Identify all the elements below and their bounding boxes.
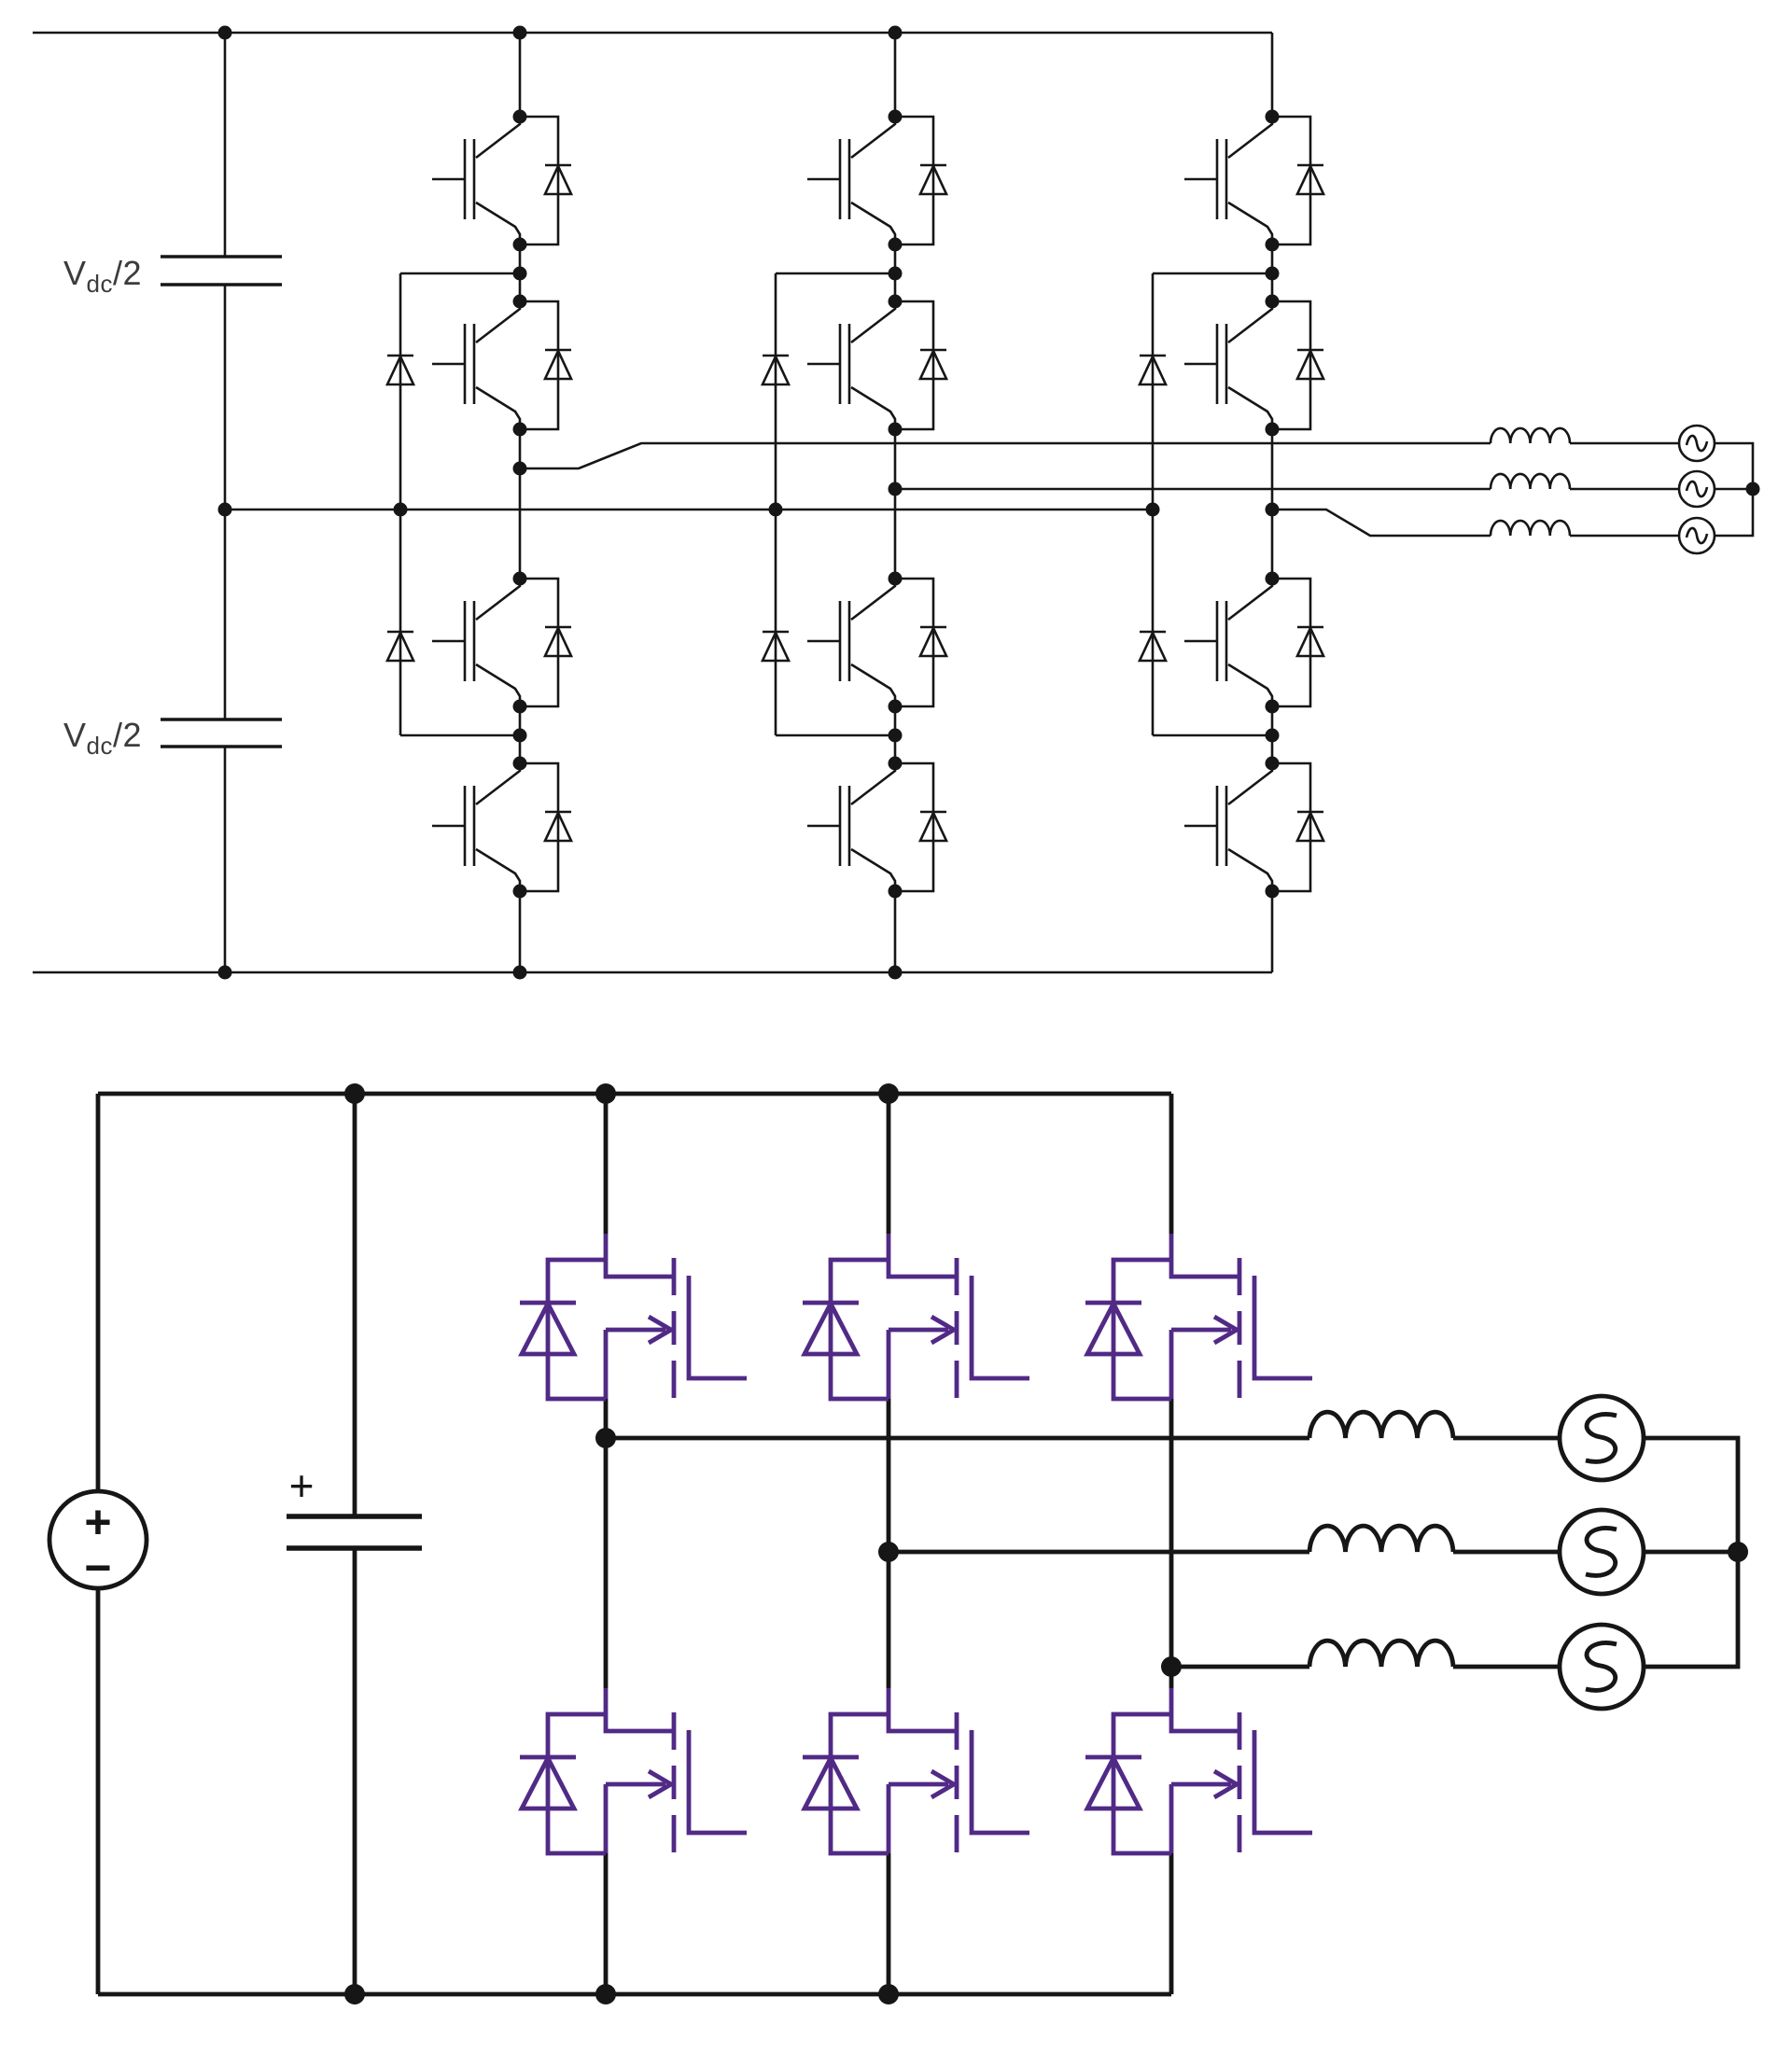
dc-source-plus-sign: + bbox=[84, 1496, 111, 1548]
mosfet-low-side-leg2 bbox=[803, 1688, 1029, 1853]
vdc2-label-top: Vdc/2 bbox=[63, 254, 142, 298]
phase-2-ac-source bbox=[1560, 1510, 1644, 1594]
igbt-switch-a3 bbox=[432, 579, 571, 706]
phase-b-inductor bbox=[1489, 472, 1572, 491]
mosfet-high-side-leg2 bbox=[803, 1234, 1029, 1399]
phase-a-line bbox=[520, 424, 1755, 489]
mosfet-low-side-leg1 bbox=[520, 1688, 747, 1853]
dc-source bbox=[47, 1094, 149, 1994]
npc-leg-b bbox=[761, 33, 946, 972]
igbt-switch-a2 bbox=[432, 301, 571, 429]
igbt-switch-c2 bbox=[1184, 301, 1323, 429]
phase-2-inductor bbox=[1309, 1526, 1453, 1552]
igbt-switch-b2 bbox=[807, 301, 946, 429]
dc-link-capacitor-2 bbox=[287, 1094, 422, 1994]
capacitor-plus-label: + bbox=[289, 1461, 315, 1510]
dc-link-branch bbox=[161, 33, 282, 972]
inverter-junction-dots bbox=[344, 1083, 1748, 2004]
phase-b-ac-source bbox=[1677, 469, 1716, 509]
mosfet-low-side-leg3 bbox=[1085, 1688, 1312, 1853]
phase-3-line bbox=[1171, 1552, 1741, 1709]
mosfet-switches bbox=[520, 1234, 1312, 1853]
dc-source-circle bbox=[47, 1488, 149, 1591]
npc-junction-dots bbox=[217, 25, 1760, 980]
clamp-diode-branch-b bbox=[761, 272, 895, 737]
phase-c-line bbox=[1272, 489, 1755, 555]
phase-b-line bbox=[895, 469, 1753, 509]
phase-a-inductor bbox=[1489, 426, 1572, 445]
igbt-switch-c3 bbox=[1184, 579, 1323, 706]
phase-c-ac-source bbox=[1677, 516, 1716, 555]
igbt-switch-c4 bbox=[1184, 763, 1323, 891]
igbt-switch-b1 bbox=[807, 117, 946, 244]
igbt-switch-c1 bbox=[1184, 117, 1323, 244]
phase-1-line bbox=[606, 1396, 1741, 1552]
clamp-diode-branch-a bbox=[385, 272, 520, 737]
phase-3-ac-source bbox=[1560, 1625, 1644, 1709]
phase-a-ac-source bbox=[1677, 424, 1716, 463]
dc-link-capacitor-bottom bbox=[161, 718, 282, 748]
phase-1-ac-source bbox=[1560, 1396, 1644, 1480]
phase-3-inductor bbox=[1309, 1641, 1453, 1667]
clamp-diode-branch-c bbox=[1138, 272, 1272, 737]
phase-2-line bbox=[889, 1510, 1738, 1594]
igbt-switch-a4 bbox=[432, 763, 571, 891]
igbt-switch-a1 bbox=[432, 117, 571, 244]
dc-link-capacitor-top bbox=[161, 255, 282, 286]
igbt-switch-b3 bbox=[807, 579, 946, 706]
vdc2-label-bottom: Vdc/2 bbox=[63, 716, 142, 760]
phase-1-inductor bbox=[1309, 1412, 1453, 1438]
dc-source-minus-sign: − bbox=[84, 1542, 111, 1594]
mosfet-high-side-leg1 bbox=[520, 1234, 747, 1399]
igbt-switch-b4 bbox=[807, 763, 946, 891]
npc-leg-c bbox=[1138, 33, 1323, 972]
two-level-inverter-diagram: + − + bbox=[47, 1083, 1748, 2004]
npc-leg-a bbox=[385, 33, 571, 972]
npc-inverter-diagram: Vdc/2 Vdc/2 bbox=[33, 25, 1760, 980]
mosfet-high-side-leg3 bbox=[1085, 1234, 1312, 1399]
phase-c-inductor bbox=[1489, 519, 1572, 538]
